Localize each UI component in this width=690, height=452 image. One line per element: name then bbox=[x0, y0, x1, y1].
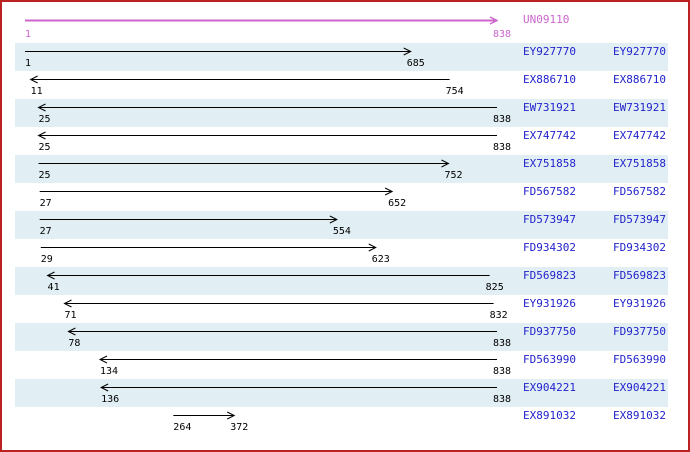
accession-link-secondary[interactable]: EX751858 bbox=[613, 157, 666, 170]
accession-link[interactable]: FD567582 bbox=[523, 185, 576, 198]
accession-link-secondary[interactable]: EW731921 bbox=[613, 101, 666, 114]
alignment-end-coord: 838 bbox=[493, 114, 512, 125]
alignment-start-coord: 27 bbox=[39, 198, 52, 209]
accession-link[interactable]: EY927770 bbox=[523, 45, 576, 58]
alignment-end-coord: 752 bbox=[444, 170, 463, 181]
alignment-end-coord: 838 bbox=[493, 142, 512, 153]
alignment-arrow bbox=[39, 187, 394, 196]
accession-link[interactable]: EX886710 bbox=[523, 73, 576, 86]
alignment-start-coord: 264 bbox=[173, 422, 192, 433]
alignment-start-coord: 1 bbox=[25, 58, 32, 69]
alignment-start-coord: 71 bbox=[64, 310, 77, 321]
accession-link-secondary[interactable]: FD563990 bbox=[613, 353, 666, 366]
row-band bbox=[15, 99, 668, 127]
accession-link[interactable]: EX904221 bbox=[523, 381, 576, 394]
alignment-start-coord: 134 bbox=[100, 366, 119, 377]
accession-link-secondary[interactable]: EY927770 bbox=[613, 45, 666, 58]
accession-link[interactable]: EW731921 bbox=[523, 101, 576, 114]
unigene-track: 1 838 UN09110 bbox=[2, 8, 688, 43]
accession-link[interactable]: FD934302 bbox=[523, 241, 576, 254]
alignment-end-coord: 825 bbox=[485, 282, 504, 293]
alignment-end-coord: 838 bbox=[493, 366, 512, 377]
accession-link[interactable]: FD573947 bbox=[523, 213, 576, 226]
accession-link[interactable]: EX891032 bbox=[523, 409, 576, 422]
row-band bbox=[15, 211, 668, 239]
alignment-end-coord: 838 bbox=[493, 394, 512, 405]
row-band bbox=[15, 379, 668, 407]
row-band bbox=[15, 155, 668, 183]
alignment-end-coord: 372 bbox=[230, 422, 249, 433]
alignment-end-coord: 685 bbox=[406, 58, 425, 69]
accession-link-secondary[interactable]: FD569823 bbox=[613, 269, 666, 282]
alignment-arrow bbox=[39, 215, 338, 224]
alignment-arrow bbox=[100, 383, 497, 392]
accession-link[interactable]: EX751858 bbox=[523, 157, 576, 170]
accession-link[interactable]: FD937750 bbox=[523, 325, 576, 338]
est-track-row-EY931926: 71 832 EY931926 EY931926 bbox=[2, 295, 688, 323]
alignment-arrow bbox=[37, 131, 497, 140]
alignment-end-coord: 754 bbox=[445, 86, 464, 97]
unigene-end-coord: 838 bbox=[493, 29, 512, 40]
accession-link-secondary[interactable]: EX886710 bbox=[613, 73, 666, 86]
est-track-row-EW731921: 25 838 EW731921 EW731921 bbox=[2, 99, 688, 127]
alignment-arrow bbox=[29, 75, 450, 84]
alignment-start-coord: 78 bbox=[68, 338, 81, 349]
est-track-row-EX904221: 136 838 EX904221 EX904221 bbox=[2, 379, 688, 407]
est-track-row-EX891032: 264 372 EX891032 EX891032 bbox=[2, 407, 688, 435]
alignment-start-coord: 29 bbox=[40, 254, 53, 265]
accession-link[interactable]: EY931926 bbox=[523, 297, 576, 310]
alignment-arrow bbox=[173, 411, 236, 420]
alignment-end-coord: 838 bbox=[493, 338, 512, 349]
est-track-row-FD934302: 29 623 FD934302 FD934302 bbox=[2, 239, 688, 267]
alignment-arrow bbox=[37, 103, 497, 112]
accession-link-secondary[interactable]: EX904221 bbox=[613, 381, 666, 394]
alignment-arrow bbox=[25, 47, 412, 56]
est-track-row-EX886710: 11 754 EX886710 EX886710 bbox=[2, 71, 688, 99]
alignment-end-coord: 554 bbox=[332, 226, 351, 237]
accession-link-secondary[interactable]: EX891032 bbox=[613, 409, 666, 422]
accession-link[interactable]: FD563990 bbox=[523, 353, 576, 366]
alignment-start-coord: 25 bbox=[38, 142, 51, 153]
accession-link-secondary[interactable]: EX747742 bbox=[613, 129, 666, 142]
alignment-end-coord: 652 bbox=[388, 198, 407, 209]
alignment-start-coord: 41 bbox=[47, 282, 60, 293]
est-track-row-FD563990: 134 838 FD563990 FD563990 bbox=[2, 351, 688, 379]
accession-link[interactable]: FD569823 bbox=[523, 269, 576, 282]
alignment-start-coord: 25 bbox=[38, 114, 51, 125]
alignment-arrow bbox=[63, 299, 494, 308]
alignment-arrow bbox=[38, 159, 450, 168]
est-track-row-FD573947: 27 554 FD573947 FD573947 bbox=[2, 211, 688, 239]
accession-link[interactable]: EX747742 bbox=[523, 129, 576, 142]
alignment-start-coord: 11 bbox=[30, 86, 43, 97]
accession-link-secondary[interactable]: EY931926 bbox=[613, 297, 666, 310]
row-band bbox=[15, 267, 668, 295]
accession-link-secondary[interactable]: FD567582 bbox=[613, 185, 666, 198]
est-track-row-FD569823: 41 825 FD569823 FD569823 bbox=[2, 267, 688, 295]
alignment-arrow bbox=[98, 355, 497, 364]
unigene-id-label: UN09110 bbox=[523, 13, 570, 26]
unigene-arrow bbox=[25, 16, 499, 25]
est-track-row-EX751858: 25 752 EX751858 EX751858 bbox=[2, 155, 688, 183]
alignment-end-coord: 623 bbox=[371, 254, 390, 265]
alignment-start-coord: 25 bbox=[38, 170, 51, 181]
est-track-row-EX747742: 25 838 EX747742 EX747742 bbox=[2, 127, 688, 155]
row-band bbox=[15, 323, 668, 351]
accession-link-secondary[interactable]: FD934302 bbox=[613, 241, 666, 254]
alignment-start-coord: 27 bbox=[39, 226, 52, 237]
unigene-start-coord: 1 bbox=[25, 29, 32, 40]
est-track-row-EY927770: 1 685 EY927770 EY927770 bbox=[2, 43, 688, 71]
accession-link-secondary[interactable]: FD573947 bbox=[613, 213, 666, 226]
accession-link-secondary[interactable]: FD937750 bbox=[613, 325, 666, 338]
est-track-row-FD937750: 78 838 FD937750 FD937750 bbox=[2, 323, 688, 351]
alignment-arrow bbox=[46, 271, 490, 280]
alignment-arrow bbox=[40, 243, 377, 252]
alignment-start-coord: 136 bbox=[101, 394, 120, 405]
row-band bbox=[15, 43, 668, 71]
est-track-row-FD567582: 27 652 FD567582 FD567582 bbox=[2, 183, 688, 211]
alignment-end-coord: 832 bbox=[489, 310, 508, 321]
alignment-arrow bbox=[67, 327, 497, 336]
